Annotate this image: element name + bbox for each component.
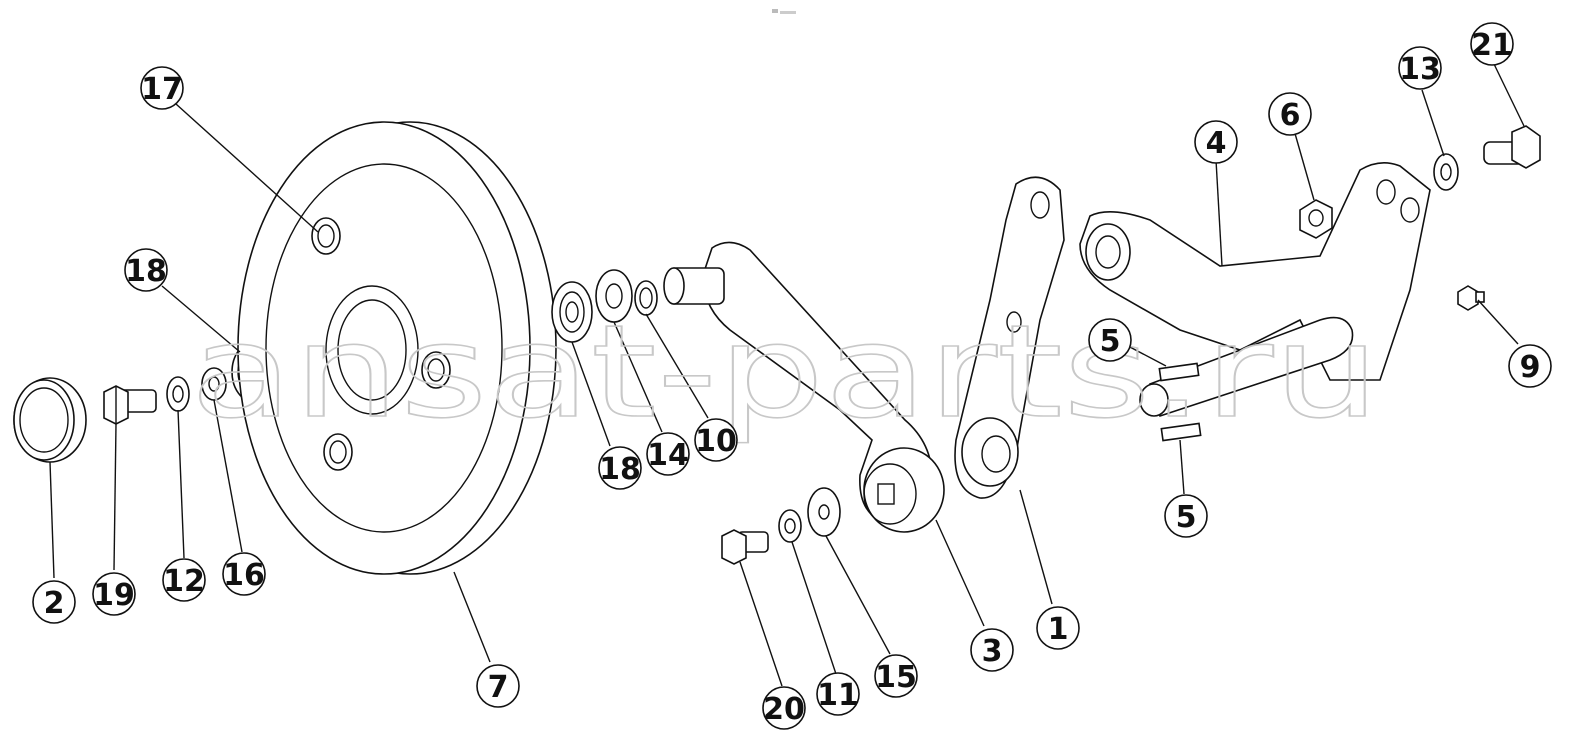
callout-3: 3 (970, 628, 1014, 672)
part-13-lock-washer (1433, 153, 1459, 191)
callout-circle (32, 580, 76, 624)
callout-circle (1508, 344, 1552, 388)
callout-circle (762, 686, 806, 730)
callout-circle (1088, 318, 1132, 362)
callout-number: 10 (695, 424, 737, 459)
callout-circle (816, 672, 860, 716)
callout-number: 7 (488, 670, 509, 705)
callout-10: 10 (694, 418, 738, 462)
callout-9: 9 (1508, 344, 1552, 388)
part-4-bracket (1079, 162, 1431, 418)
part-18-bearing-right (551, 281, 593, 343)
callout-number: 3 (982, 634, 1003, 669)
part-21-bolt (1483, 125, 1541, 169)
callout-circle (1194, 120, 1238, 164)
callout-16: 16 (222, 552, 266, 596)
callout-circle (646, 432, 690, 476)
callout-number: 18 (599, 452, 641, 487)
callout-number: 2 (44, 586, 65, 621)
callout-number: 16 (223, 558, 265, 593)
callout-5: 5 (1088, 318, 1132, 362)
callout-number: 5 (1176, 500, 1197, 535)
callout-1: 1 (1036, 606, 1080, 650)
callout-circle (476, 664, 520, 708)
callout-number: 6 (1280, 98, 1301, 133)
callout-circle (222, 552, 266, 596)
callout-17: 17 (140, 66, 184, 110)
top-mark (772, 9, 796, 14)
part-15-washer (807, 487, 841, 537)
leader-lines (49, 63, 1525, 687)
callout-number: 12 (163, 564, 205, 599)
callout-number: 14 (647, 438, 689, 473)
part-11-lock-washer (778, 509, 802, 543)
callout-number: 5 (1100, 324, 1121, 359)
part-5-key-bottom (1160, 422, 1202, 442)
part-12-lock-washer (166, 376, 190, 412)
callout-11: 11 (816, 672, 860, 716)
callout-circle (874, 654, 918, 698)
part-6-nut (1299, 199, 1333, 239)
callout-19: 19 (92, 572, 136, 616)
callout-circle (140, 66, 184, 110)
watermark: ansat-parts.ru (190, 298, 1380, 447)
part-5-key-top (1158, 362, 1200, 382)
callout-number: 1 (1048, 612, 1069, 647)
callout-circle (1470, 22, 1514, 66)
callout-13: 13 (1398, 46, 1442, 90)
part-9-grease-fitting (1457, 285, 1485, 311)
callout-circle (598, 446, 642, 490)
callout-circle (1268, 92, 1312, 136)
callout-4: 4 (1194, 120, 1238, 164)
part-16-washer (201, 367, 227, 401)
part-2-end-cap (13, 377, 87, 463)
callout-14: 14 (646, 432, 690, 476)
part-20-bolt (721, 529, 769, 565)
callout-circle (694, 418, 738, 462)
callout-number: 11 (817, 678, 859, 713)
callout-circle (970, 628, 1014, 672)
callout-18: 18 (124, 248, 168, 292)
callout-number: 19 (93, 578, 135, 613)
callout-7: 7 (476, 664, 520, 708)
callout-5: 5 (1164, 494, 1208, 538)
part-3-arm (663, 241, 945, 533)
callout-circle (124, 248, 168, 292)
callout-circle (92, 572, 136, 616)
callout-number: 15 (875, 660, 917, 695)
callout-12: 12 (162, 558, 206, 602)
callout-number: 21 (1471, 28, 1513, 63)
callout-circle (162, 558, 206, 602)
callout-2: 2 (32, 580, 76, 624)
callout-number: 17 (141, 72, 183, 107)
callout-number: 9 (1520, 350, 1541, 385)
callout-6: 6 (1268, 92, 1312, 136)
callout-20: 20 (762, 686, 806, 730)
part-19-bolt (103, 385, 157, 425)
callout-number: 18 (125, 254, 167, 289)
callout-15: 15 (874, 654, 918, 698)
part-7-wheel (237, 121, 557, 575)
callout-18: 18 (598, 446, 642, 490)
callout-circle (1398, 46, 1442, 90)
callout-number: 20 (763, 692, 805, 727)
callout-circle (1036, 606, 1080, 650)
callout-number: 4 (1206, 126, 1227, 161)
callout-number: 13 (1399, 52, 1441, 87)
callout-21: 21 (1470, 22, 1514, 66)
callout-circle (1164, 494, 1208, 538)
part-1-plate (954, 176, 1065, 499)
